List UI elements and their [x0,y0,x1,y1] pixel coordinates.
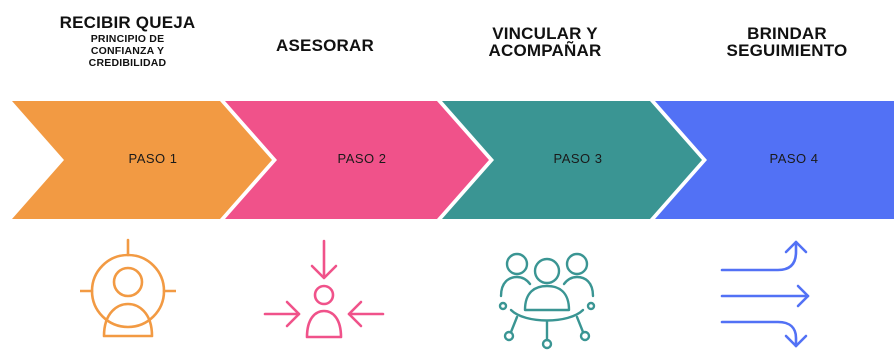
group-network-icon [498,252,596,350]
step-3-title-line-2: ACOMPAÑAR [488,41,602,60]
step-3-label: PASO 3 [553,151,603,166]
step-1-title-block: RECIBIR QUEJA PRINCIPIO DE CONFIANZA Y C… [25,14,230,69]
step-1-subtitle-line-3: CREDIBILIDAD [88,57,167,69]
step-2-chevron [225,101,489,219]
step-4-label: PASO 4 [769,151,819,166]
step-2-title-block: ASESORAR [225,37,425,54]
person-arrows-inward-icon [263,239,385,339]
step-2-title: ASESORAR [276,36,374,55]
step-4-title-line-1: BRINDAR [747,24,827,43]
step-3-title-block: VINCULAR Y ACOMPAÑAR [445,25,645,59]
step-4-title-line-2: SEGUIMIENTO [726,41,848,60]
step-2-label: PASO 2 [337,151,387,166]
step-3-chevron [442,101,702,219]
step-4-title-block: BRINDAR SEGUIMIENTO [687,25,887,59]
diverging-arrows-icon [720,240,810,348]
step-1-subtitle-line-2: CONFIANZA Y [90,45,165,57]
step-4-chevron [655,101,894,219]
step-1-subtitle-line-1: PRINCIPIO DE [90,33,165,45]
step-1-chevron [12,101,272,219]
target-person-icon [80,238,176,338]
step-1-title: RECIBIR QUEJA [59,13,196,32]
step-3-title-line-1: VINCULAR Y [492,24,598,43]
step-1-label: PASO 1 [128,151,178,166]
